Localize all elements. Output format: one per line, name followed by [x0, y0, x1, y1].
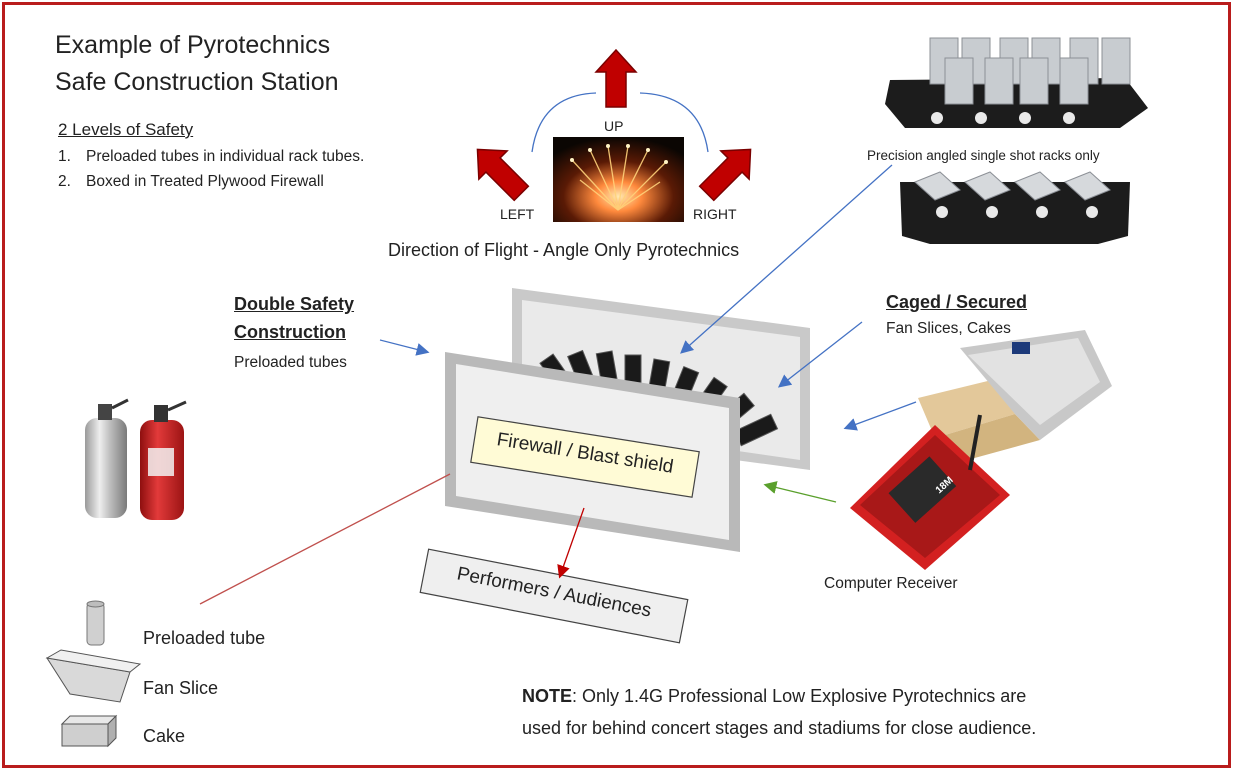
- caged-heading: Caged / Secured: [886, 292, 1028, 312]
- caged-sub: Fan Slices, Cakes: [886, 320, 1011, 337]
- flight-caption: Direction of Flight - Angle Only Pyrotec…: [388, 240, 740, 260]
- arrow-from-caged: [777, 321, 863, 388]
- page-title-line-2: Safe Construction Station: [55, 68, 339, 96]
- direction-left-label: LEFT: [500, 206, 535, 222]
- arrow-to-performers: [557, 507, 585, 579]
- safety-item-2-text: Boxed in Treated Plywood Firewall: [86, 173, 324, 190]
- racks-caption: Precision angled single shot racks only: [867, 148, 1100, 163]
- legend-label-fan-slice: Fan Slice: [143, 678, 219, 698]
- double-safety-sub: Preloaded tubes: [234, 354, 347, 371]
- tube-icon: [86, 600, 105, 646]
- firework-burst-image: [553, 137, 684, 222]
- double-safety-heading-1: Double Safety: [234, 294, 355, 314]
- firewall-label-box: [470, 416, 700, 498]
- safety-item-1-text: Preloaded tubes in individual rack tubes…: [86, 148, 365, 165]
- front-firewall-panel: [445, 352, 740, 552]
- safety-heading: 2 Levels of Safety: [58, 120, 194, 139]
- single-shot-rack-image-bottom: [900, 171, 1130, 244]
- arrow-from-racks: [680, 164, 893, 354]
- single-shot-rack-image-top: [885, 37, 1148, 128]
- computer-receiver-image: [850, 414, 1010, 570]
- safety-item-1-number: 1.: [58, 148, 71, 165]
- right-arrow-icon: [698, 148, 752, 202]
- legend-label-cake: Cake: [143, 726, 186, 746]
- fan-slice-icon: [45, 649, 142, 703]
- direction-up-label: UP: [604, 118, 624, 134]
- arrow-to-firewall: [379, 339, 430, 356]
- receiver-caption: Computer Receiver: [824, 575, 958, 592]
- page-title-line-1: Example of Pyrotechnics: [55, 31, 331, 59]
- left-arrow-icon: [476, 148, 530, 202]
- safety-item-1: 1. Preloaded tubes in individual rack tub…: [58, 148, 364, 166]
- connector-arrows: [199, 164, 917, 605]
- legend-label-tube: Preloaded tube: [143, 628, 266, 648]
- safety-item-2-number: 2.: [58, 173, 71, 190]
- safety-item-2: 2. Boxed in Treated Plywood Firewall: [58, 173, 324, 191]
- arrow-from-receiver: [763, 481, 837, 503]
- direction-right-label: RIGHT: [693, 206, 737, 222]
- caged-fan-slice-box-image: [918, 330, 1112, 462]
- silver-fire-extinguisher-image: [85, 398, 129, 518]
- flight-arcs: [531, 92, 709, 153]
- note-line-1: NOTE: Only 1.4G Professional Low Explosi…: [522, 686, 1026, 707]
- line-to-tube-legend: [199, 473, 451, 605]
- note-line-1-text: : Only 1.4G Professional Low Explosive P…: [572, 686, 1027, 706]
- arc-left: [531, 92, 597, 153]
- note-bold: NOTE: [522, 686, 573, 706]
- cake-icon: [60, 714, 118, 748]
- up-arrow-icon: [594, 48, 638, 108]
- arrow-from-fan-box: [843, 401, 917, 431]
- note-line-2: used for behind concert stages and stadi…: [522, 718, 1037, 738]
- arc-right: [639, 92, 709, 153]
- red-fire-extinguisher-image: [140, 400, 187, 520]
- double-safety-heading-2: Construction: [234, 322, 346, 342]
